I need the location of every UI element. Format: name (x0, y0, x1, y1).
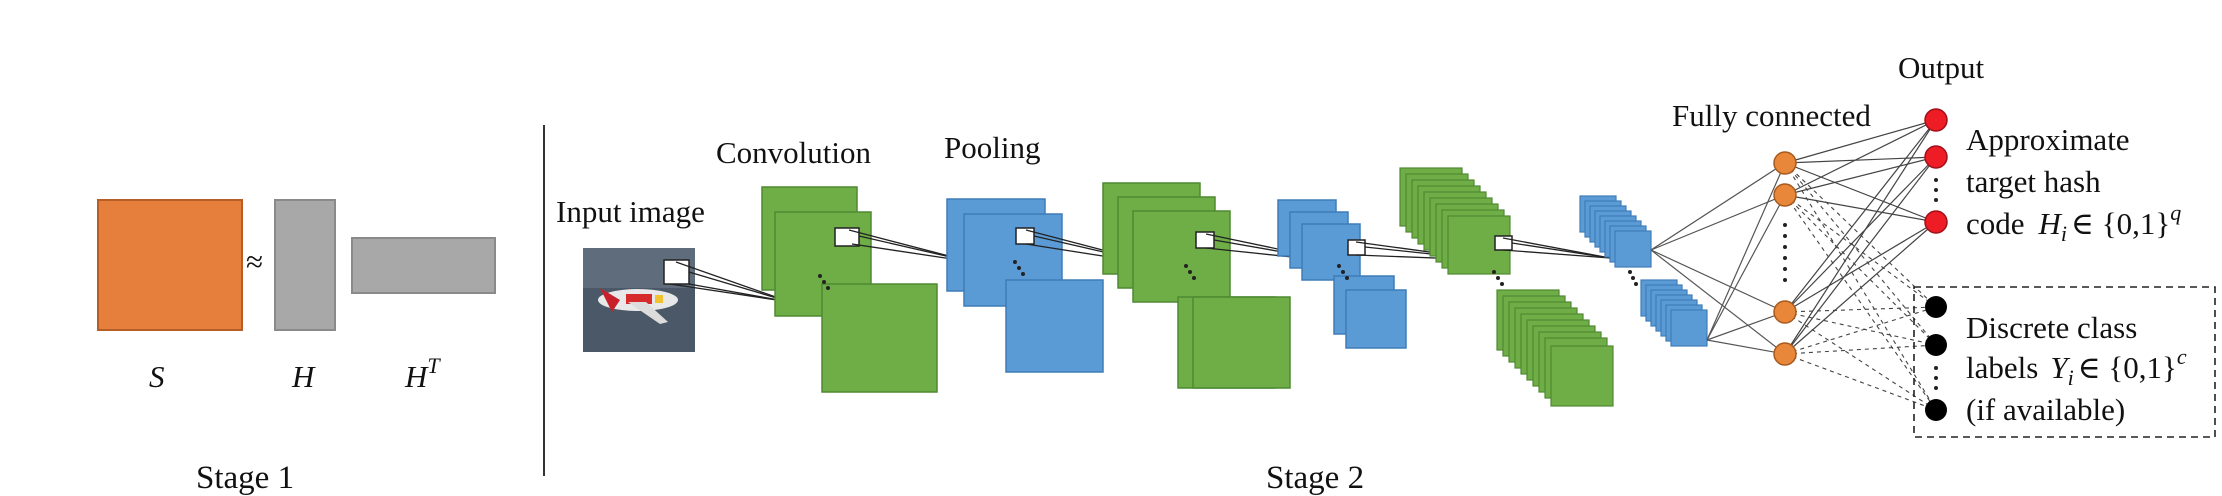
fc-dots (1783, 223, 1787, 282)
pool2-dots (1337, 264, 1349, 280)
pooling-label: Pooling (944, 130, 1040, 165)
fc-node (1773, 342, 1797, 366)
stage2-panel: Input image Convolution (556, 50, 2216, 496)
fc-nodes (1773, 151, 1797, 366)
convolution-label: Convolution (716, 135, 872, 170)
conv3-dots (1492, 270, 1504, 286)
hash-nodes (1924, 108, 1948, 234)
matrix-s-label: S (149, 359, 165, 394)
class-nodes (1925, 296, 1947, 421)
hash-text-line2: target hash (1966, 164, 2101, 199)
fc-node (1773, 300, 1797, 324)
matrix-h-label: H (291, 359, 316, 394)
conv2-dots (1184, 264, 1196, 280)
input-projection-lines (669, 261, 791, 303)
fully-connected-label: Fully connected (1672, 98, 1871, 133)
pool1-kernel (1015, 227, 1035, 245)
class-text-line1: Discrete class (1966, 310, 2137, 345)
class-dots (1934, 366, 1938, 390)
hash-dots (1934, 178, 1938, 202)
input-image-label: Input image (556, 194, 705, 229)
pool-block-2 (1277, 199, 1407, 349)
approx-symbol: ≈ (246, 244, 263, 279)
conv-block-2 (1102, 182, 1291, 389)
input-image (583, 248, 695, 352)
pool-block-3 (1579, 195, 1708, 347)
conv2-kernel (1195, 231, 1215, 249)
hash-node (1924, 108, 1948, 132)
fc-input-edges (1650, 162, 1786, 355)
output-label: Output (1898, 50, 1985, 85)
hash-node (1924, 145, 1948, 169)
hash-text-line1: Approximate (1966, 122, 2130, 157)
matrix-ht-label: HT (404, 353, 441, 394)
class-node (1925, 296, 1947, 318)
hash-node (1924, 210, 1948, 234)
pool-block-1 (946, 198, 1104, 373)
stage1-label: Stage 1 (196, 460, 294, 496)
fc-to-hash-edges (1784, 119, 1937, 355)
fc-node (1773, 183, 1797, 207)
pool1-dots (1013, 260, 1025, 276)
conv1-kernel (834, 227, 860, 247)
class-labels-box (1913, 286, 2216, 438)
stage2-label: Stage 2 (1266, 460, 1364, 496)
conv-block-3 (1399, 167, 1614, 407)
conv3-projection-lines (1502, 237, 1611, 259)
matrix-s (97, 199, 243, 331)
matrix-h-transpose (351, 237, 496, 294)
class-node (1925, 334, 1947, 356)
pool3-dots (1628, 270, 1638, 286)
stage1-panel: ≈ S H HT Stage 1 (97, 199, 496, 496)
class-text-line3: (if available) (1966, 392, 2125, 427)
matrix-h (274, 199, 336, 331)
conv1-dots (818, 274, 830, 290)
conv-block-1 (761, 186, 938, 393)
fc-to-class-edges (1784, 162, 1937, 411)
fc-node (1773, 151, 1797, 175)
class-node (1925, 399, 1947, 421)
